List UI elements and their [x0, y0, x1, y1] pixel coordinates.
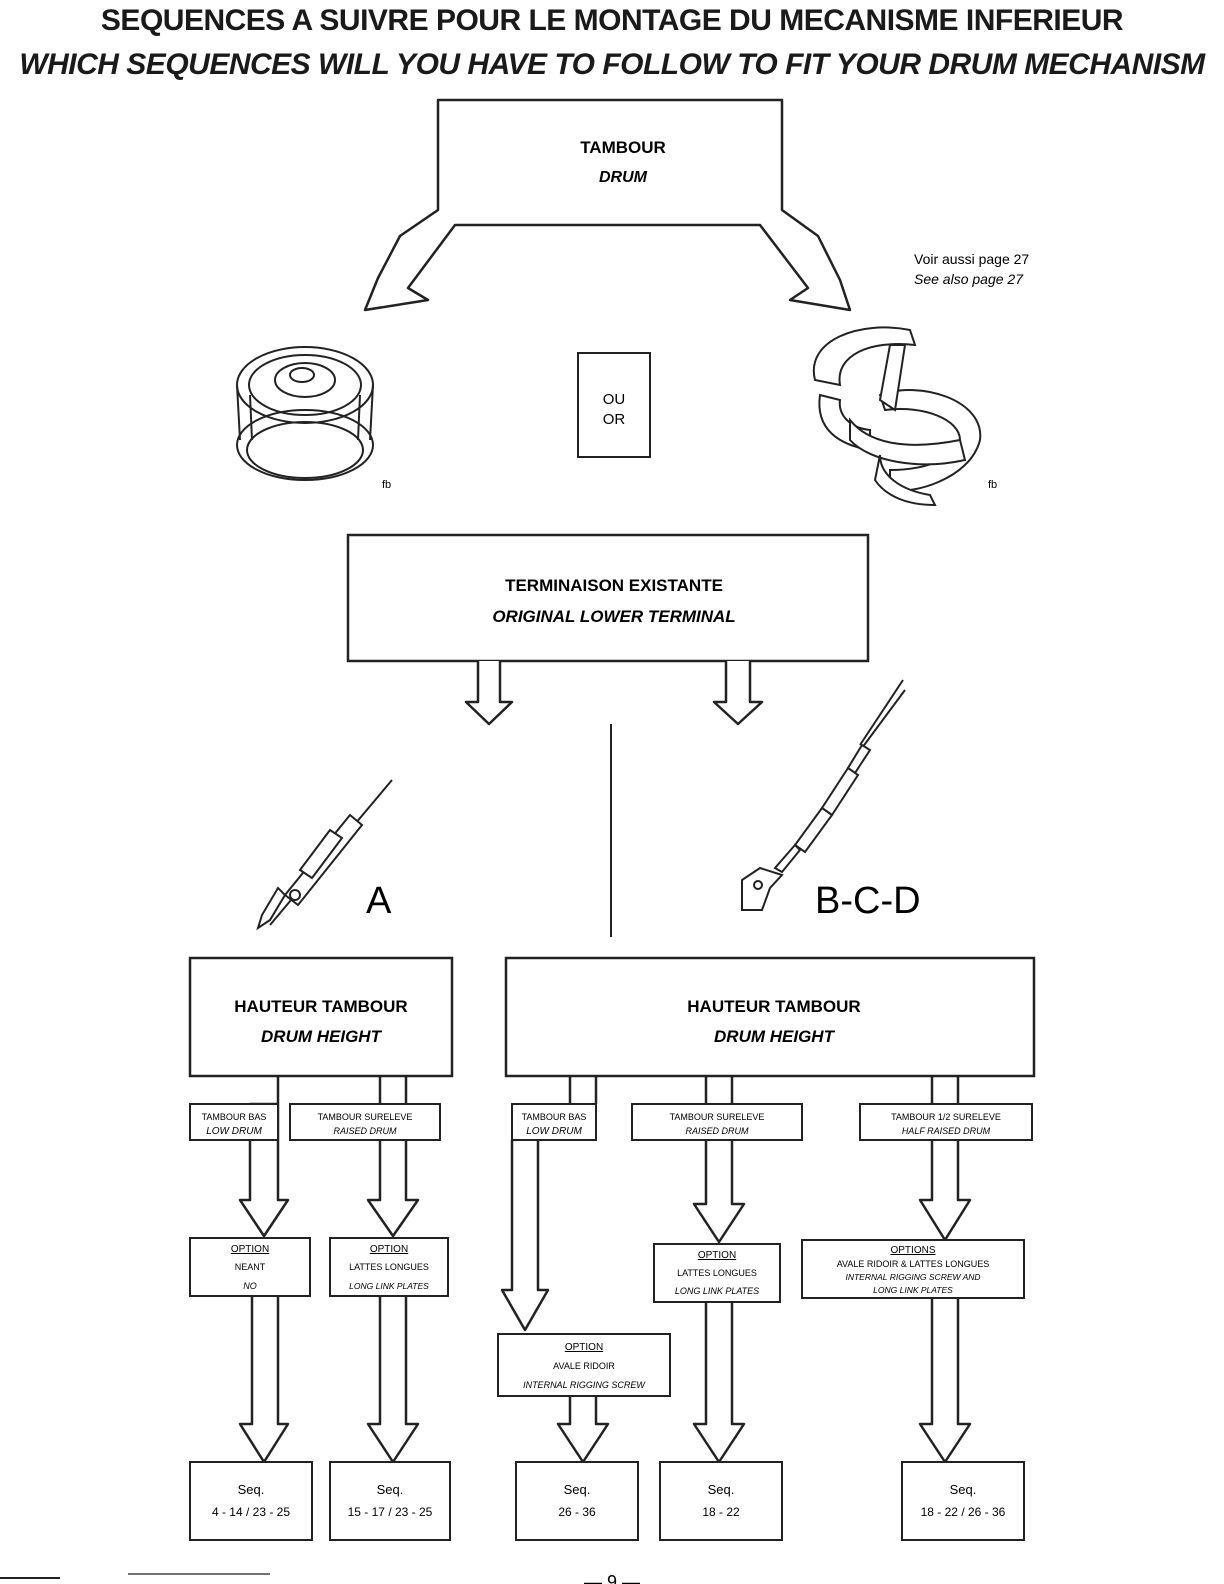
or-box [577, 352, 651, 458]
height-right-en: DRUM HEIGHT [714, 1027, 836, 1046]
option-4-head: OPTION [698, 1250, 736, 1261]
option-box-4 [653, 1243, 781, 1303]
option-2-en: LONG LINK PLATES [349, 1281, 429, 1291]
option-4-fr: LATTES LONGUES [677, 1268, 757, 1278]
drum-type-box-4 [631, 1103, 803, 1141]
sequence-1-label: Seq. [238, 1482, 265, 1497]
terminal-bcd-illustration [741, 679, 906, 911]
height-left-en: DRUM HEIGHT [261, 1027, 383, 1046]
option-5-en: INTERNAL RIGGING SCREW AND [845, 1272, 980, 1282]
drum-type-4-en: RAISED DRUM [685, 1126, 749, 1136]
drum-type-3-fr: TAMBOUR BAS [522, 1112, 587, 1122]
drum-type-5-fr: TAMBOUR 1/2 SURELEVE [891, 1112, 1001, 1122]
drum-type-box-1 [189, 1103, 279, 1141]
sequence-4-label: Seq. [708, 1482, 735, 1497]
option-1-en: NO [243, 1281, 257, 1291]
option-2-head: OPTION [370, 1244, 408, 1255]
sketch-initials-right: fb [988, 479, 997, 491]
terminal-box [346, 533, 870, 663]
see-also-en: See also page 27 [914, 271, 1024, 287]
drum-type-box-5 [859, 1103, 1033, 1141]
drum-type-1-en: LOW DRUM [206, 1126, 262, 1137]
or-label-fr: OU [603, 391, 626, 408]
title-english: WHICH SEQUENCES WILL YOU HAVE TO FOLLOW … [19, 48, 1205, 81]
sequence-box-4 [659, 1461, 783, 1541]
height-box-right [504, 956, 1036, 1078]
height-left-fr: HAUTEUR TAMBOUR [234, 997, 407, 1016]
option-5-fr: AVALE RIDOIR & LATTES LONGUES [837, 1259, 990, 1269]
sequence-5-label: Seq. [950, 1482, 977, 1497]
option-1-fr: NEANT [235, 1262, 266, 1272]
flow-arrows [238, 1076, 972, 1464]
low-drum-illustration [236, 346, 374, 481]
page-number: — 9 — [584, 1572, 640, 1584]
drum-type-box-3 [511, 1103, 597, 1141]
option-4-en: LONG LINK PLATES [675, 1286, 759, 1296]
sketch-initials-left: fb [382, 479, 391, 491]
sequence-1-value: 4 - 14 / 23 - 25 [212, 1505, 290, 1519]
drum-type-box-2 [289, 1103, 441, 1141]
sequence-box-5 [901, 1461, 1025, 1541]
drum-type-3-en: LOW DRUM [526, 1126, 582, 1137]
sequence-2-value: 15 - 17 / 23 - 25 [348, 1505, 433, 1519]
height-right-fr: HAUTEUR TAMBOUR [687, 997, 860, 1016]
see-also-fr: Voir aussi page 27 [914, 251, 1029, 267]
drum-type-2-en: RAISED DRUM [333, 1126, 397, 1136]
sequence-2-label: Seq. [377, 1482, 404, 1497]
drum-type-5-en: HALF RAISED DRUM [902, 1126, 991, 1136]
option-box-5 [801, 1239, 1025, 1299]
option-5-head: OPTIONS [890, 1245, 935, 1256]
sequence-box-2 [329, 1461, 451, 1541]
option-3-head: OPTION [565, 1342, 603, 1353]
drum-split-arrow [363, 98, 852, 312]
height-box-left [188, 956, 454, 1078]
drum-label-fr: TAMBOUR [580, 138, 666, 157]
option-3-fr: AVALE RIDOIR [553, 1361, 615, 1371]
drum-type-1-fr: TAMBOUR BAS [202, 1112, 267, 1122]
split-drum-illustration [812, 326, 982, 507]
drum-type-4-fr: TAMBOUR SURELEVE [670, 1112, 765, 1122]
option-5-en2: LONG LINK PLATES [873, 1285, 953, 1295]
option-box-1 [189, 1237, 311, 1297]
option-box-3 [497, 1333, 671, 1397]
sequence-3-value: 26 - 36 [558, 1505, 596, 1519]
drum-type-boxes: TAMBOUR BAS LOW DRUM TAMBOUR SURELEVE RA… [189, 1103, 1033, 1141]
terminal-a-illustration [256, 779, 393, 931]
option-3-en: INTERNAL RIGGING SCREW [523, 1380, 646, 1390]
sequence-3-label: Seq. [564, 1482, 591, 1497]
sequence-box-3 [515, 1461, 639, 1541]
option-boxes: OPTION NEANT NO OPTION LATTES LONGUES LO… [189, 1237, 1025, 1397]
sequence-4-value: 18 - 22 [702, 1505, 740, 1519]
label-a: A [366, 880, 392, 922]
drum-label-en: DRUM [599, 169, 648, 186]
drum-type-2-fr: TAMBOUR SURELEVE [318, 1112, 413, 1122]
terminal-label-fr: TERMINAISON EXISTANTE [505, 576, 723, 595]
option-1-head: OPTION [231, 1244, 269, 1255]
terminal-arrows [464, 661, 764, 726]
drum-box-text: TAMBOUR DRUM [580, 138, 666, 186]
title-french: SEQUENCES A SUIVRE POUR LE MONTAGE DU ME… [100, 4, 1124, 37]
option-box-2 [329, 1237, 449, 1297]
label-bcd: B-C-D [815, 880, 921, 922]
option-2-fr: LATTES LONGUES [349, 1262, 429, 1272]
or-label-en: OR [603, 411, 626, 428]
sequence-boxes: Seq. 4 - 14 / 23 - 25 Seq. 15 - 17 / 23 … [189, 1461, 1025, 1541]
terminal-label-en: ORIGINAL LOWER TERMINAL [492, 607, 735, 626]
sequence-box-1 [189, 1461, 313, 1541]
sequence-5-value: 18 - 22 / 26 - 36 [921, 1505, 1006, 1519]
